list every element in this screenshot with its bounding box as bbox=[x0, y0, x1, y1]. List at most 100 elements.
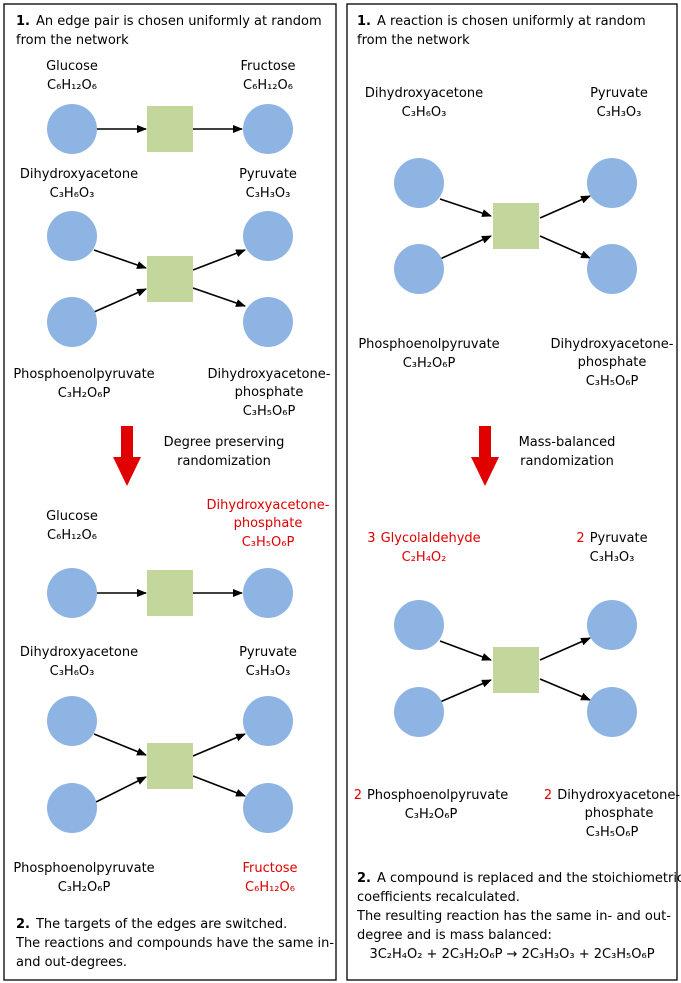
edge bbox=[539, 678, 591, 701]
label-dhap: Dihydroxyacetone- bbox=[208, 367, 331, 382]
randomization-arrow-icon bbox=[113, 457, 141, 486]
right-step2-number: 2. bbox=[357, 871, 371, 886]
left-step2-text: The targets of the edges are switched. bbox=[35, 917, 287, 932]
label-pep: Phosphoenolpyruvate bbox=[13, 861, 154, 876]
compound-node bbox=[47, 783, 97, 833]
edge bbox=[93, 288, 147, 313]
formula-pyruvate: C₃H₃O₃ bbox=[246, 664, 291, 679]
edge bbox=[192, 287, 246, 307]
label-pyruvate: Pyruvate bbox=[590, 86, 648, 101]
formula-dhap: C₃H₅O₆P bbox=[586, 825, 639, 840]
formula-pep: C₃H₂O₆P bbox=[58, 386, 111, 401]
compound-node bbox=[243, 783, 293, 833]
label-dhap-highlight-2: phosphate bbox=[234, 516, 303, 531]
left-step2-number: 2. bbox=[16, 917, 30, 932]
coef-pep: 2 bbox=[354, 788, 362, 803]
formula-glucose: C₆H₁₂O₆ bbox=[47, 78, 97, 93]
compound-node bbox=[47, 297, 97, 347]
label-pep: Phosphoenolpyruvate bbox=[367, 788, 508, 803]
randomization-arrow-shaft bbox=[479, 426, 491, 458]
formula-pep: C₃H₂O₆P bbox=[58, 880, 111, 895]
left-arrow-caption-2: randomization bbox=[177, 454, 271, 469]
right-arrow-caption: Mass-balanced bbox=[519, 435, 616, 450]
edge bbox=[539, 195, 591, 219]
formula-dhap: C₃H₅O₆P bbox=[243, 404, 296, 419]
reaction-node bbox=[493, 203, 539, 249]
label-dihydroxyacetone: Dihydroxyacetone bbox=[365, 86, 483, 101]
edge bbox=[93, 776, 147, 804]
reaction-node bbox=[493, 647, 539, 693]
reaction-node bbox=[147, 570, 193, 616]
label-dhap-2: phosphate bbox=[585, 806, 654, 821]
left-step1-text-2: from the network bbox=[16, 33, 129, 48]
reaction-node bbox=[147, 106, 193, 152]
formula-pyruvate: C₃H₃O₃ bbox=[597, 105, 642, 120]
right-step1-number: 1. bbox=[357, 14, 371, 29]
label-dhap-highlight: Dihydroxyacetone- bbox=[207, 498, 330, 513]
compound-node bbox=[394, 158, 444, 208]
label-pyruvate: Pyruvate bbox=[590, 531, 648, 546]
svg-text:1.A reaction is chosen uniform: 1.A reaction is chosen uniformly at rand… bbox=[357, 14, 646, 29]
label-dhap-2: phosphate bbox=[578, 355, 647, 370]
svg-text:1.An edge pair is chosen unifo: 1. An edge pair is chosen uniformly at ra… bbox=[16, 14, 322, 29]
compound-node bbox=[587, 600, 637, 650]
reaction-node bbox=[147, 743, 193, 789]
compound-node bbox=[243, 568, 293, 618]
label-pyruvate: Pyruvate bbox=[239, 167, 297, 182]
edge bbox=[192, 775, 246, 797]
label-dhap-2: phosphate bbox=[235, 385, 304, 400]
label-fructose: Fructose bbox=[240, 59, 295, 74]
edge bbox=[539, 637, 591, 661]
label-glucose: Glucose bbox=[46, 509, 98, 524]
formula-dhap-highlight: C₃H₅O₆P bbox=[242, 535, 295, 550]
coef-pyruvate: 2 bbox=[576, 531, 584, 546]
coef-glycolaldehyde: 3 bbox=[367, 531, 375, 546]
compound-node bbox=[394, 244, 444, 294]
reaction-node bbox=[147, 256, 193, 302]
compound-node bbox=[47, 568, 97, 618]
label-dhap: Dihydroxyacetone- bbox=[551, 337, 674, 352]
edge bbox=[439, 198, 492, 217]
coef-dhap: 2 bbox=[544, 788, 552, 803]
left-step1-number: 1. bbox=[16, 14, 30, 29]
edge bbox=[192, 249, 246, 271]
formula-dihydroxyacetone: C₃H₆O₃ bbox=[402, 105, 447, 120]
compound-node bbox=[587, 687, 637, 737]
label-glycolaldehyde: Glycolaldehyde bbox=[381, 531, 481, 546]
left-step1-text: An edge pair is chosen uniformly at rand… bbox=[36, 14, 322, 29]
right-step2-text-2: coefficients recalculated. bbox=[357, 890, 520, 905]
compound-node bbox=[587, 244, 637, 294]
formula-dihydroxyacetone: C₃H₆O₃ bbox=[50, 186, 95, 201]
left-step2-text-3: and out-degrees. bbox=[16, 955, 127, 970]
compound-node bbox=[243, 696, 293, 746]
label-pyruvate: Pyruvate bbox=[239, 645, 297, 660]
compound-node bbox=[243, 297, 293, 347]
compound-node bbox=[394, 600, 444, 650]
right-step2-text-3: The resulting reaction has the same in- … bbox=[356, 909, 671, 924]
right-step1-text-2: from the network bbox=[357, 33, 470, 48]
label-dhap: Dihydroxyacetone- bbox=[557, 788, 680, 803]
edge bbox=[439, 640, 492, 661]
formula-dhap: C₃H₅O₆P bbox=[586, 374, 639, 389]
label-pep: Phosphoenolpyruvate bbox=[13, 367, 154, 382]
formula-glycolaldehyde: C₂H₄O₂ bbox=[402, 550, 447, 565]
svg-text:2.The targets of the edges are: 2. The targets of the edges are switched. bbox=[16, 917, 287, 932]
compound-node bbox=[243, 104, 293, 154]
formula-dihydroxyacetone: C₃H₆O₃ bbox=[50, 664, 95, 679]
formula-fructose: C₆H₁₂O₆ bbox=[243, 78, 293, 93]
left-step2-text-2: The reactions and compounds have the sam… bbox=[15, 936, 334, 951]
formula-pep: C₃H₂O₆P bbox=[405, 807, 458, 822]
compound-node bbox=[47, 211, 97, 261]
formula-pyruvate: C₃H₃O₃ bbox=[246, 186, 291, 201]
label-pep: Phosphoenolpyruvate bbox=[358, 337, 499, 352]
right-arrow-caption-2: randomization bbox=[520, 454, 614, 469]
edge bbox=[439, 235, 492, 260]
svg-text:2.A compound is replaced and t: 2. A compound is replaced and the stoichi… bbox=[357, 871, 681, 886]
right-step2-text: A compound is replaced and the stoichiom… bbox=[377, 871, 681, 886]
formula-fructose-highlight: C₆H₁₂O₆ bbox=[245, 880, 295, 895]
